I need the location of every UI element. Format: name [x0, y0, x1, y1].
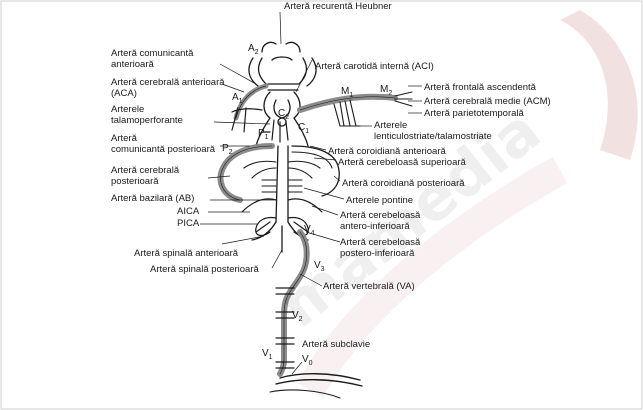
label-ica: Arteră carotidă internă (ACI) [315, 61, 434, 72]
label-lenticulo-line1: Arterele [374, 120, 407, 131]
basilar-artery [276, 146, 278, 222]
segment-p2: P2 [222, 143, 233, 156]
label-pca-line1: Arteră cerebrală [111, 165, 180, 176]
label-heubner: Arteră recurentă Heubner [284, 1, 392, 12]
sca-branches [244, 161, 320, 178]
aica-branches [242, 199, 322, 212]
label-thalamo-line1: Arterele [111, 104, 144, 115]
segment-a1: A1 [232, 92, 243, 105]
label-pcom-line1: Arteră [111, 133, 138, 144]
label-subclavian: Arteră subclavie [302, 339, 370, 350]
label-mca: Arteră cerebrală medie (ACM) [424, 96, 551, 107]
label-pica: PICA [177, 218, 200, 229]
label-spinal-anterior: Arteră spinală anterioară [134, 248, 239, 259]
segment-a2: A2 [248, 43, 259, 56]
label-pca-line2: posterioară [111, 176, 159, 187]
label-choroid-anterior: Arteră coroidiană anterioară [328, 146, 446, 157]
label-aca-line2: (ACA) [111, 88, 137, 99]
label-acom-line2: anterioară [111, 59, 154, 70]
segment-v1: V1 [262, 348, 273, 361]
anterior-cerebral-arches [249, 42, 316, 86]
label-acom-line1: Arteră comunicantă [111, 48, 194, 59]
label-aca-line1: Arteră cerebrală anterioară [111, 77, 225, 88]
segment-v0: V0 [302, 354, 313, 367]
label-pcom-line2: comunicantă posterioară [111, 144, 216, 155]
label-aica: AICA [177, 206, 200, 217]
segment-p1: P1 [258, 128, 269, 141]
label-thalamo-line2: talamoperforante [111, 115, 183, 126]
label-basilar: Arteră bazilară (AB) [111, 193, 194, 204]
label-frontal-ascending: Arteră frontală ascendentă [424, 82, 537, 93]
pontine-branches [262, 180, 302, 192]
label-spinal-posterior: Arteră spinală posterioară [150, 264, 259, 275]
